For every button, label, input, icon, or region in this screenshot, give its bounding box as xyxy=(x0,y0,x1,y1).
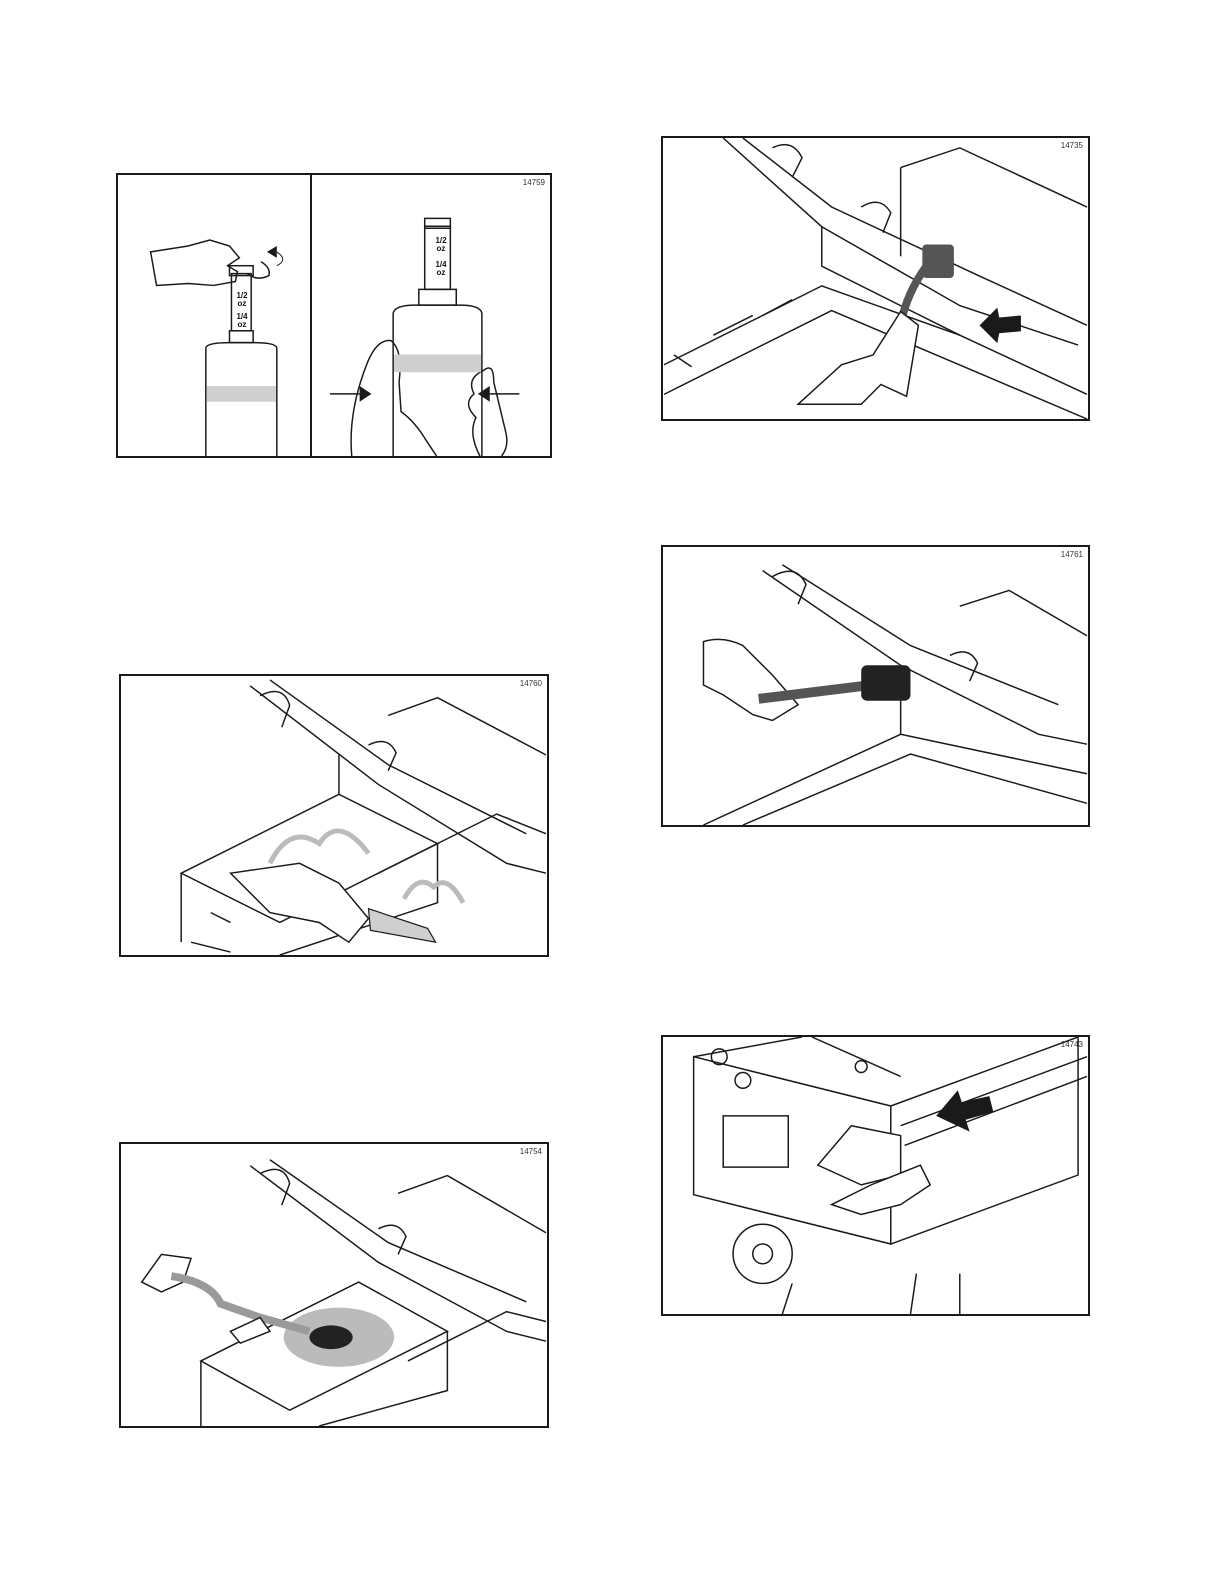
right-quarter-oz-mark: 1/4 oz xyxy=(432,261,450,277)
cover-illustration xyxy=(663,1037,1088,1314)
figure-scrub-brush: 14761 xyxy=(661,545,1090,827)
brush-illustration xyxy=(121,676,547,955)
figure-pour-cleaner: 14754 xyxy=(119,1142,549,1428)
wipe-illustration xyxy=(663,138,1088,419)
bottle-illustration xyxy=(118,175,550,456)
scrub-illustration xyxy=(663,547,1088,825)
right-half-oz-mark: 1/2 oz xyxy=(432,237,450,253)
figure-push-cover: 14743 xyxy=(661,1035,1090,1316)
figure-wipe-platen: 14735 xyxy=(661,136,1090,421)
pour-illustration xyxy=(121,1144,547,1426)
left-quarter-oz-mark: 1/4 oz xyxy=(233,313,251,329)
figure-bottle-measure: 14759 1/ xyxy=(116,173,552,458)
figure-brush-grill: 14760 xyxy=(119,674,549,957)
left-half-oz-mark: 1/2 oz xyxy=(233,292,251,308)
